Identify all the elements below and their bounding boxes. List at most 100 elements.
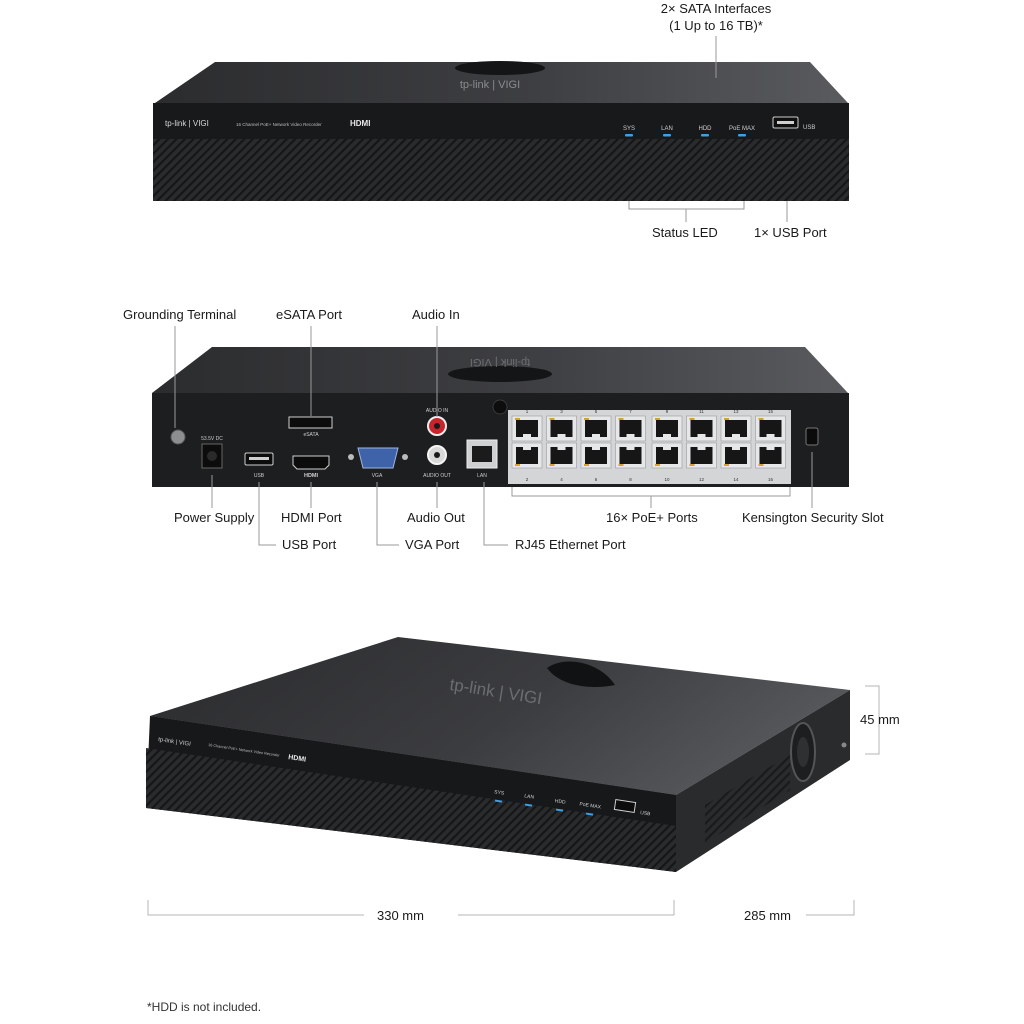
- front-vent-grille: [153, 139, 849, 201]
- persp-brand-label: tp-link | VIGI: [158, 737, 192, 748]
- poe-port-6: 6: [580, 442, 612, 482]
- audio-out-label: AUDIO OUT: [423, 473, 451, 479]
- led-label-lan: LAN: [661, 126, 673, 132]
- poe-port-11: 11: [686, 409, 717, 442]
- persp-front-vents: [146, 748, 676, 872]
- rear-top-brand: tp-link | VIGI: [470, 356, 530, 368]
- front-top-brand: tp-link | VIGI: [460, 79, 520, 91]
- persp-hdmi-logo: HDMI: [288, 754, 307, 764]
- poe-port-3: 3: [546, 409, 577, 442]
- persp-dome: [547, 661, 615, 687]
- persp-led-sys: SYS: [494, 789, 505, 797]
- vga-port: [357, 447, 399, 469]
- hdmi-port: [292, 455, 330, 470]
- poe-port-5: 5: [580, 409, 612, 442]
- hdmi-label: HDMI: [304, 473, 319, 479]
- front-led-labels: SYS LAN HDD PoE MAX: [623, 126, 755, 132]
- front-model-desc: 16 Channel PoE+ Network Video Recorder: [236, 122, 322, 127]
- dimension-lines: [147, 685, 880, 916]
- kensington-slot: [805, 427, 819, 446]
- led-label-sys: SYS: [623, 126, 635, 132]
- front-callout-lines: [628, 36, 788, 222]
- esata-port: [288, 416, 333, 429]
- rear-callout-lines: [174, 326, 813, 546]
- led-sys: [625, 134, 633, 137]
- poe-port-number: 8: [629, 477, 632, 482]
- poe-port-number: 1: [526, 409, 529, 414]
- callout-poe-ports: 16× PoE+ Ports: [606, 510, 698, 525]
- callout-audio-out: Audio Out: [407, 510, 465, 525]
- poe-port-number: 5: [595, 409, 598, 414]
- poe-port-14: 14: [720, 442, 752, 482]
- persp-led-hdd: HDD: [554, 798, 566, 806]
- poe-port-number: 3: [560, 409, 563, 414]
- dimension-height: 45 mm: [860, 712, 900, 727]
- poe-port-2: 2: [511, 442, 543, 482]
- poe-port-number: 4: [560, 477, 563, 482]
- rear-round-knob: [492, 399, 508, 415]
- lan-label: LAN: [477, 473, 487, 479]
- front-top-surface: [155, 62, 848, 103]
- led-label-poe-max: PoE MAX: [729, 126, 755, 132]
- callout-sata-line2: (1 Up to 16 TB)*: [669, 18, 763, 33]
- persp-usb-text: USB: [640, 810, 652, 818]
- poe-port-1: 1: [511, 409, 543, 442]
- led-poe-max: [738, 134, 746, 137]
- poe-port-number: 9: [666, 409, 669, 414]
- perspective-device: tp-link | VIGI tp-link | VIGI 16 Channel…: [146, 637, 850, 872]
- callout-kensington-slot: Kensington Security Slot: [742, 510, 884, 525]
- grounding-screw: [170, 429, 186, 445]
- callout-sata-line1: 2× SATA Interfaces: [660, 1, 772, 16]
- poe-port-15: 15: [755, 409, 786, 442]
- poe-port-number: 7: [629, 409, 632, 414]
- callout-audio-in: Audio In: [412, 307, 460, 322]
- persp-top-surface: [150, 637, 850, 795]
- led-lan: [663, 134, 671, 137]
- led-hdd: [701, 134, 709, 137]
- poe-port-13: 13: [720, 409, 752, 442]
- poe-port-9: 9: [651, 409, 683, 442]
- callout-status-led: Status LED: [652, 225, 718, 240]
- poe-port-7: 7: [615, 409, 646, 442]
- dimension-width: 330 mm: [377, 908, 424, 923]
- callout-hdmi-port: HDMI Port: [281, 510, 342, 525]
- rear-usb-label: USB: [254, 473, 265, 479]
- callout-usb-port-rear: USB Port: [282, 537, 337, 552]
- poe-port-number: 13: [733, 409, 739, 414]
- callout-sata-interfaces: 2× SATA Interfaces (1 Up to 16 TB)*: [640, 0, 792, 34]
- dimension-depth: 285 mm: [744, 908, 791, 923]
- rear-top-dome: [448, 366, 552, 382]
- poe-port-number: 11: [699, 409, 704, 414]
- rear-view-device: tp-link | VIGI 53.5V DC USB eSATA HDMI V…: [152, 347, 849, 487]
- poe-port-number: 10: [664, 477, 670, 482]
- poe-port-number: 2: [526, 477, 529, 482]
- persp-front-strip: [150, 716, 676, 826]
- callout-power-supply: Power Supply: [174, 510, 255, 525]
- poe-port-number: 6: [595, 477, 598, 482]
- front-panel-strip: [153, 103, 849, 139]
- persp-side-vents: [705, 755, 790, 843]
- poe-port-number: 14: [733, 477, 739, 482]
- callout-rj45-port: RJ45 Ethernet Port: [515, 537, 626, 552]
- poe-port-4: 4: [546, 442, 577, 482]
- poe-port-number: 12: [699, 477, 705, 482]
- callout-usb-front: 1× USB Port: [754, 225, 827, 240]
- callout-grounding-terminal: Grounding Terminal: [123, 307, 237, 322]
- poe-port-number: 15: [768, 409, 774, 414]
- poe-port-8: 8: [615, 442, 646, 482]
- persp-led-lan: LAN: [524, 793, 535, 800]
- front-usb-text: USB: [803, 125, 815, 131]
- front-hdmi-logo: HDMI: [350, 119, 370, 128]
- poe-port-16: 16: [755, 442, 786, 482]
- poe-port-number: 16: [768, 477, 774, 482]
- persp-led-poe: PoE MAX: [579, 801, 602, 810]
- callout-esata-port: eSATA Port: [276, 307, 342, 322]
- vga-label: VGA: [372, 473, 383, 479]
- front-view-device: tp-link | VIGI tp-link | VIGI 16 Channel…: [153, 61, 849, 201]
- led-label-hdd: HDD: [699, 126, 713, 132]
- footnote: *HDD is not included.: [147, 1000, 262, 1014]
- esata-label: eSATA: [303, 432, 319, 438]
- persp-usb-port: [613, 799, 637, 813]
